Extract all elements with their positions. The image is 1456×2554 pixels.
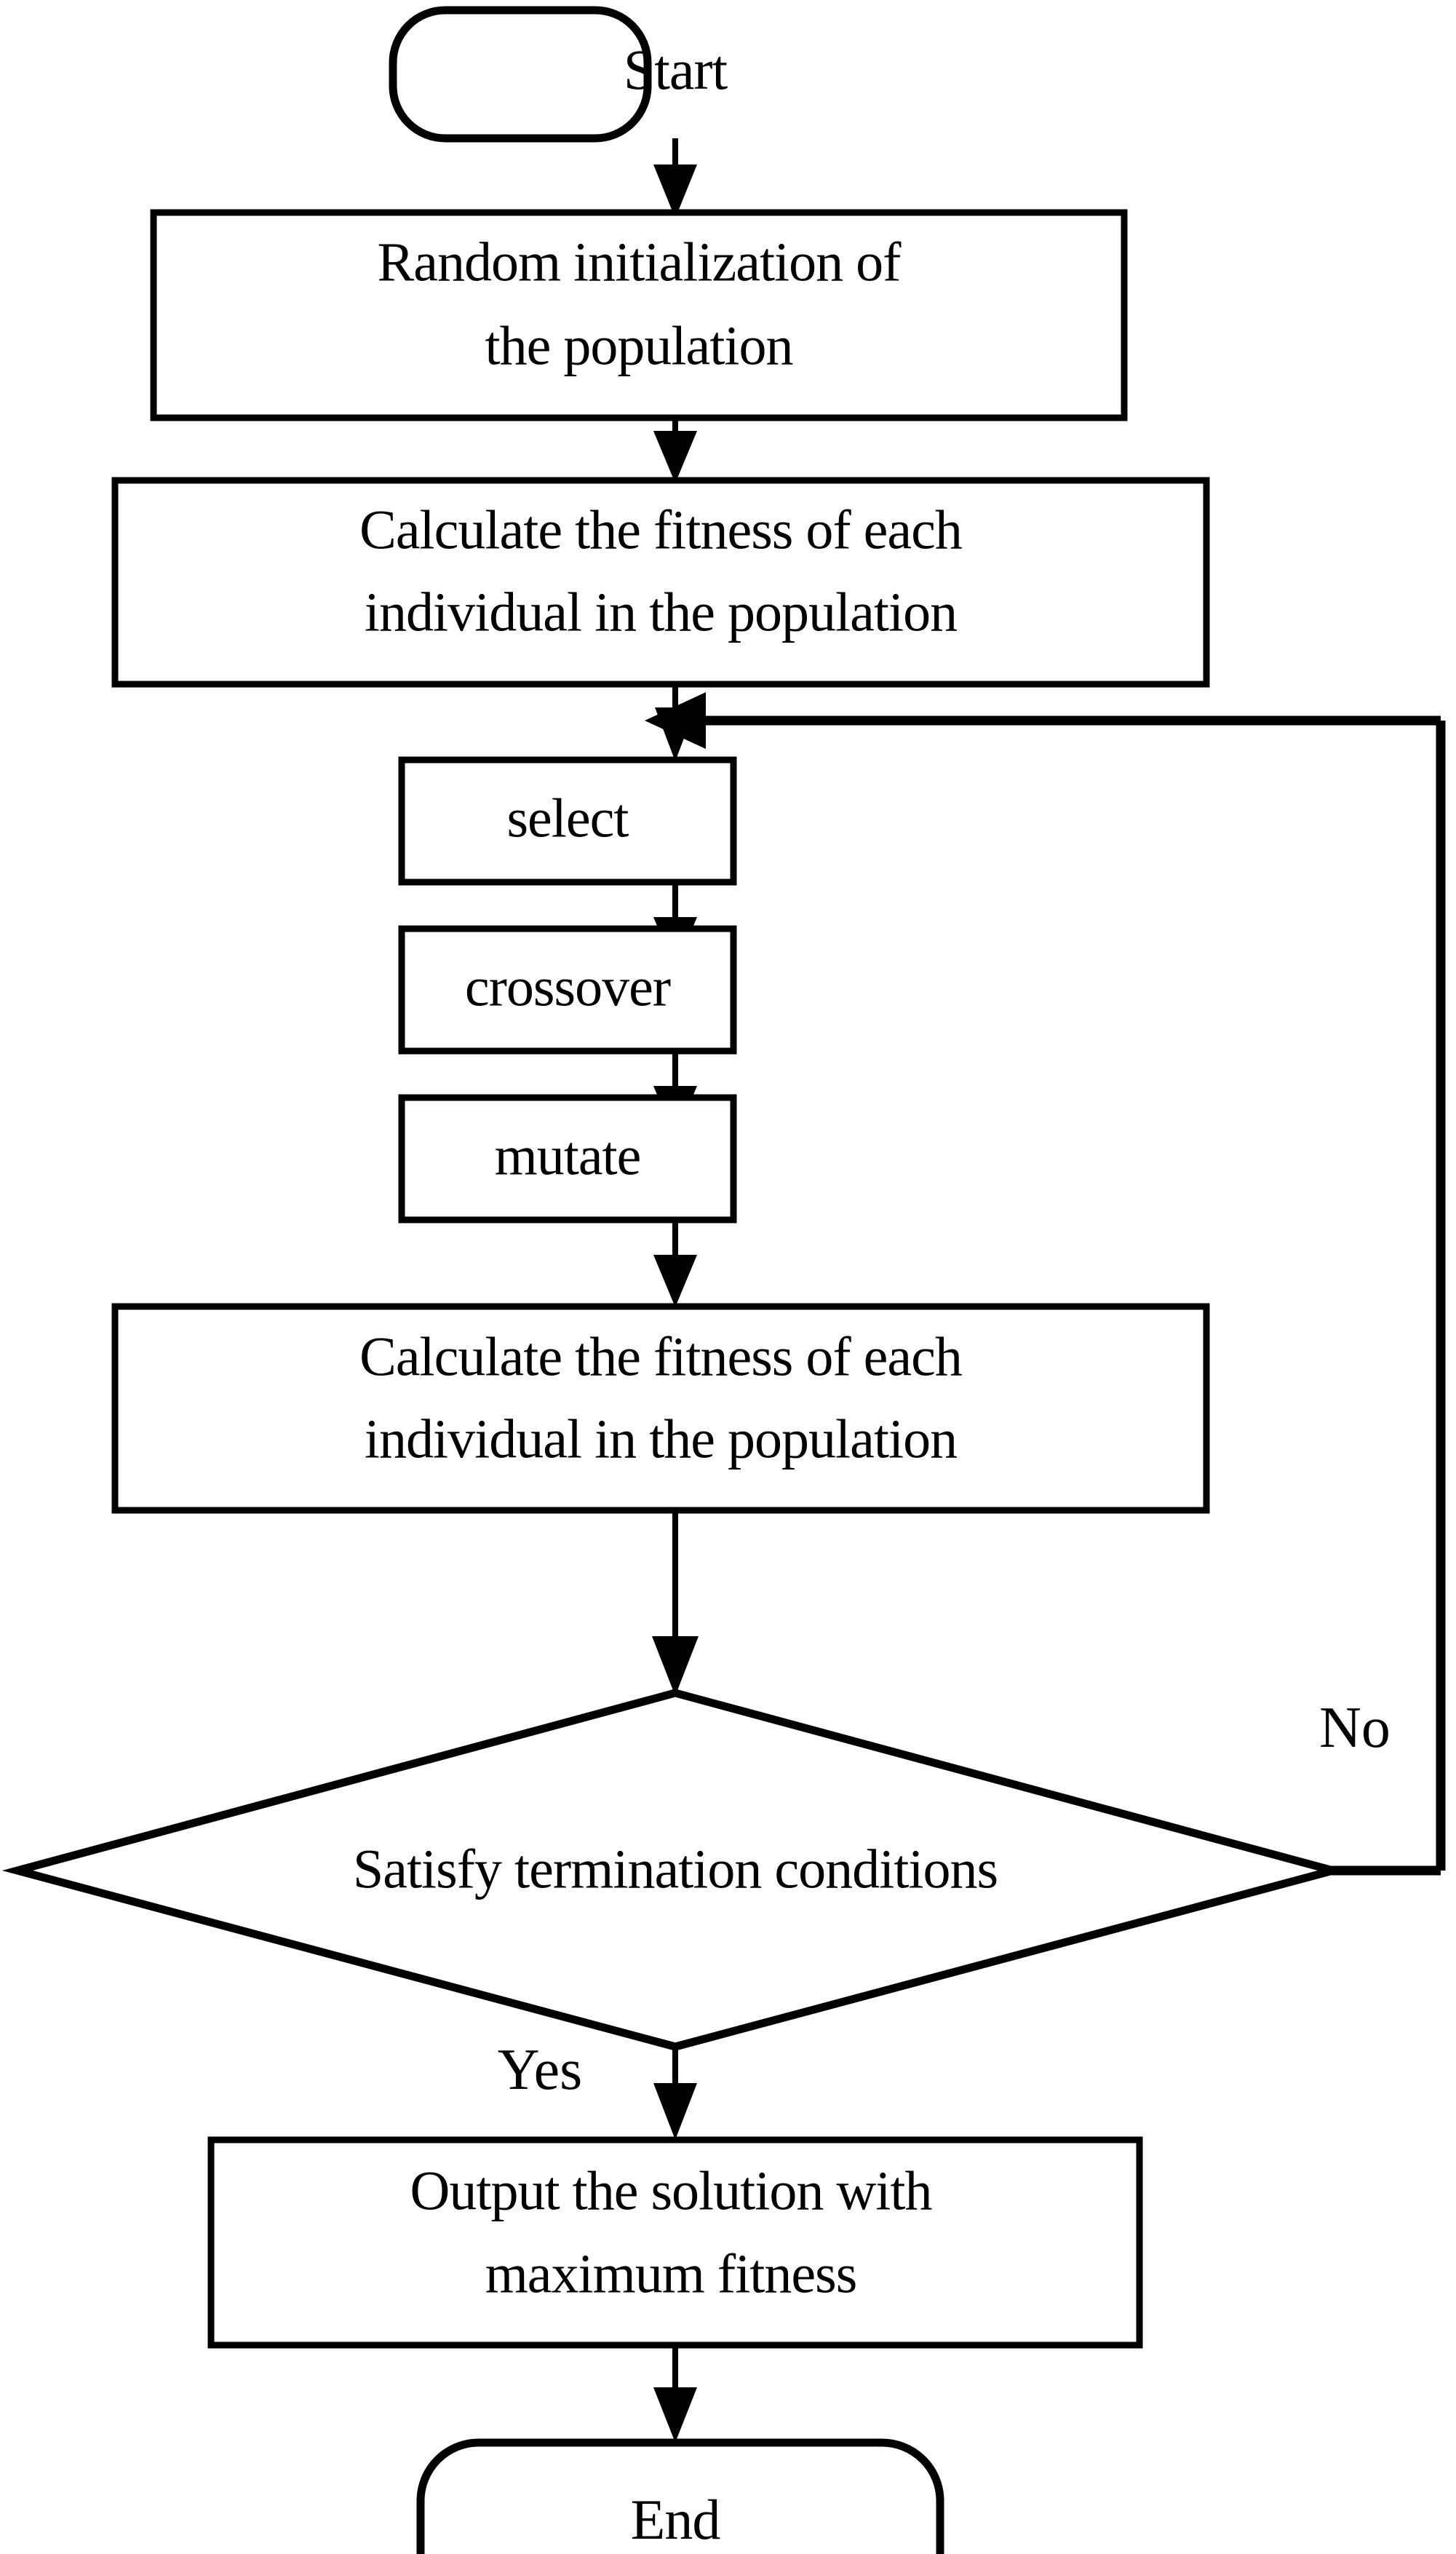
node-calculate-fitness-1-line-1: Calculate the fitness of each — [359, 499, 962, 560]
edge-output-to-end — [653, 2345, 697, 2443]
node-calculate-fitness-2-line-1: Calculate the fitness of each — [359, 1326, 962, 1387]
node-random-initialization[interactable]: Random initialization of the population — [150, 209, 1128, 421]
node-select-label: select — [506, 788, 629, 849]
node-random-initialization-line-2: the population — [485, 315, 793, 376]
edge-start-to-init — [653, 138, 697, 218]
edge-label-yes: Yes — [498, 2038, 582, 2102]
node-end-label: End — [631, 2488, 721, 2551]
node-mutate-label: mutate — [495, 1125, 641, 1186]
node-calculate-fitness-2[interactable]: Calculate the fitness of each individual… — [111, 1303, 1210, 1514]
node-crossover-label: crossover — [465, 956, 671, 1018]
node-end[interactable]: End — [416, 2438, 944, 2554]
node-output-solution-line-1: Output the solution with — [410, 2160, 932, 2221]
node-select[interactable]: select — [398, 756, 737, 886]
node-start-label: Start — [624, 38, 728, 101]
node-mutate[interactable]: mutate — [398, 1094, 737, 1224]
node-calculate-fitness-1[interactable]: Calculate the fitness of each individual… — [111, 477, 1210, 688]
node-random-initialization-line-1: Random initialization of — [378, 231, 902, 293]
edge-decision-yes-to-output — [653, 2045, 697, 2140]
edge-fitness2-to-decision — [652, 1510, 699, 1696]
node-output-solution[interactable]: Output the solution with maximum fitness — [207, 2136, 1143, 2349]
edge-mutate-to-fitness2 — [653, 1220, 697, 1307]
node-decision-label: Satisfy termination conditions — [353, 1839, 998, 1900]
edge-label-no: No — [1319, 1696, 1391, 1760]
node-decision-satisfy-termination[interactable]: Satisfy termination conditions — [1, 1689, 1349, 2051]
edge-decision-no-loop — [645, 692, 1446, 1876]
node-crossover[interactable]: crossover — [398, 925, 737, 1055]
edge-init-to-fitness1 — [653, 417, 697, 483]
node-start[interactable]: Start — [389, 6, 728, 143]
node-calculate-fitness-1-line-2: individual in the population — [365, 582, 957, 643]
node-calculate-fitness-2-line-2: individual in the population — [365, 1408, 957, 1470]
node-output-solution-line-2: maximum fitness — [485, 2243, 857, 2304]
